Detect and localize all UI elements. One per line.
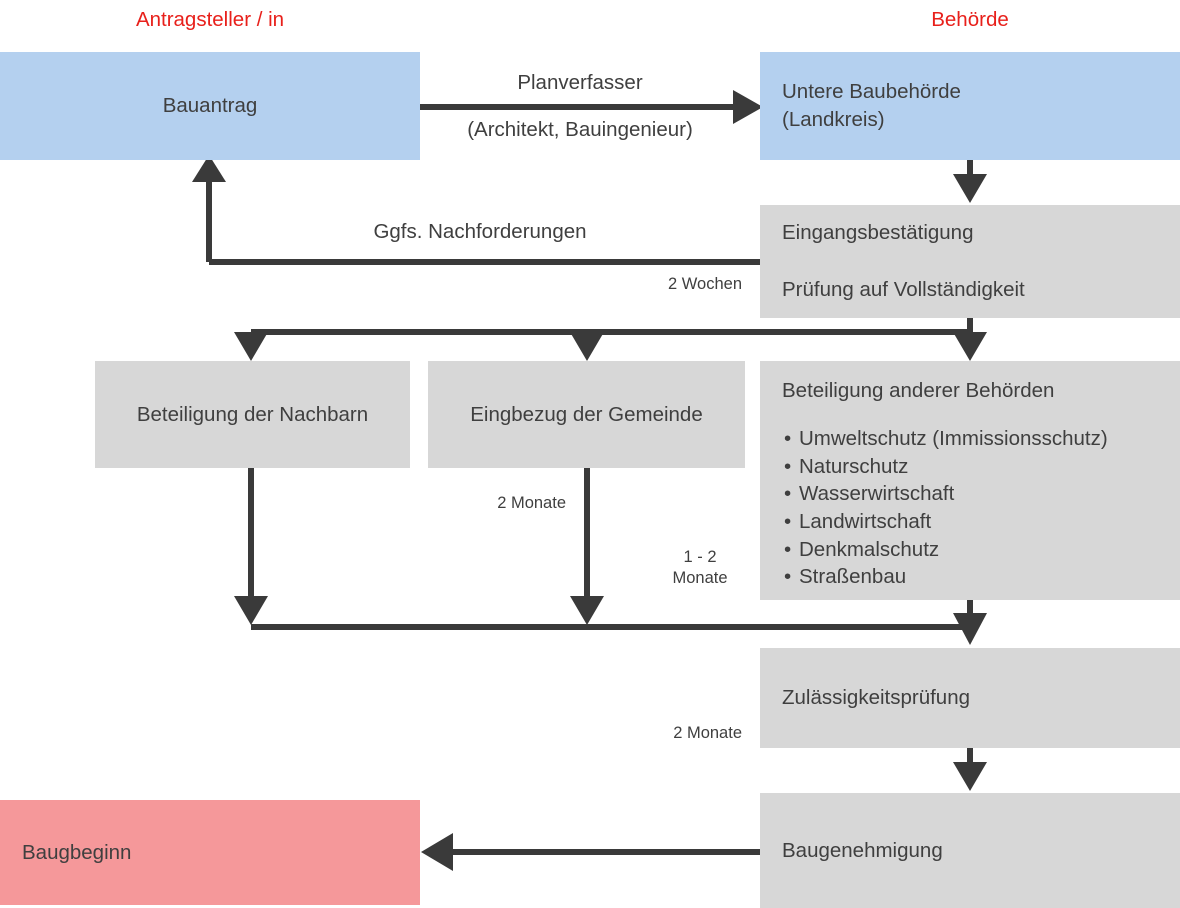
node-beteiligung-nachbarn-label: Beteiligung der Nachbarn xyxy=(136,402,369,426)
lane-title-authority: Behörde xyxy=(931,8,1009,31)
edge-label-2-monate-gemeinde: 2 Monate xyxy=(497,494,566,512)
node-untere-baubehoerde-label: Untere Baubehörde (Landkreis) xyxy=(782,80,961,131)
node-baugbeginn-label: Baugbeginn xyxy=(22,840,132,864)
authority-list: Umweltschutz (Immissionsschutz) Natursch… xyxy=(782,425,1108,591)
node-beteiligung-nachbarn[interactable]: Beteiligung der Nachbarn xyxy=(95,361,410,468)
node-zulaessigkeitspruefung[interactable]: Zulässigkeitsprüfung xyxy=(760,648,1180,748)
node-baugenehmigung[interactable]: Baugenehmigung xyxy=(760,793,1180,908)
lane-title-applicant: Antragsteller / in xyxy=(135,8,285,31)
edge-label-ggfs-nachforderungen: Ggfs. Nachforderungen xyxy=(373,220,587,243)
node-beteiligung-anderer-behoerden-title: Beteiligung anderer Behörden xyxy=(782,379,1055,402)
node-pruefung-vollstaendigkeit-label: Prüfung auf Vollständigkeit xyxy=(782,277,1025,301)
list-item: Denkmalschutz xyxy=(782,536,1108,564)
edge-label-planverfasser: Planverfasser xyxy=(517,71,643,94)
edge-label-architekt-bauingenieur: (Architekt, Bauingenieur) xyxy=(467,118,693,141)
list-item: Landwirtschaft xyxy=(782,508,1108,536)
node-beteiligung-anderer-behoerden[interactable]: Beteiligung anderer Behörden Umweltschut… xyxy=(760,361,1180,600)
node-eingbezug-gemeinde-label: Eingbezug der Gemeinde xyxy=(470,402,703,426)
node-bauantrag[interactable]: Bauantrag xyxy=(0,52,420,160)
node-baugenehmigung-label: Baugenehmigung xyxy=(782,838,943,862)
list-item: Straßenbau xyxy=(782,563,1108,591)
edge-label-2-wochen: 2 Wochen xyxy=(668,275,742,293)
arrow-zulaessigkeit-to-genehmigung xyxy=(953,748,987,791)
node-bauantrag-label: Bauantrag xyxy=(162,94,258,118)
node-eingangsbestaetigung-label: Eingangsbestätigung xyxy=(782,221,974,245)
list-item: Wasserwirtschaft xyxy=(782,480,1108,508)
arrow-gemeinde-down xyxy=(570,468,604,625)
node-untere-baubehoerde[interactable]: Untere Baubehörde (Landkreis) xyxy=(760,52,1180,160)
node-baugbeginn[interactable]: Baugbeginn xyxy=(0,800,420,905)
node-eingangsbestaetigung-pruefung[interactable]: Eingangsbestätigung Prüfung auf Vollstän… xyxy=(760,205,1180,318)
arrow-distribution-bus xyxy=(234,318,987,361)
arrow-convergence-bus xyxy=(251,600,987,645)
edge-label-1-2-monate: 1 - 2 Monate xyxy=(672,548,728,587)
arrow-baubehoerde-to-eingang xyxy=(953,160,987,203)
node-eingbezug-gemeinde[interactable]: Eingbezug der Gemeinde xyxy=(428,361,745,468)
arrow-nachforderungen-feedback xyxy=(192,155,761,265)
list-item: Umweltschutz (Immissionsschutz) xyxy=(782,425,1108,453)
list-item: Naturschutz xyxy=(782,453,1108,481)
edge-label-2-monate-zulaessigkeit: 2 Monate xyxy=(673,724,742,742)
arrow-nachbarn-down xyxy=(234,468,268,625)
node-zulaessigkeitspruefung-label: Zulässigkeitsprüfung xyxy=(782,686,971,710)
arrow-genehmigung-to-baugbeginn xyxy=(421,833,760,871)
